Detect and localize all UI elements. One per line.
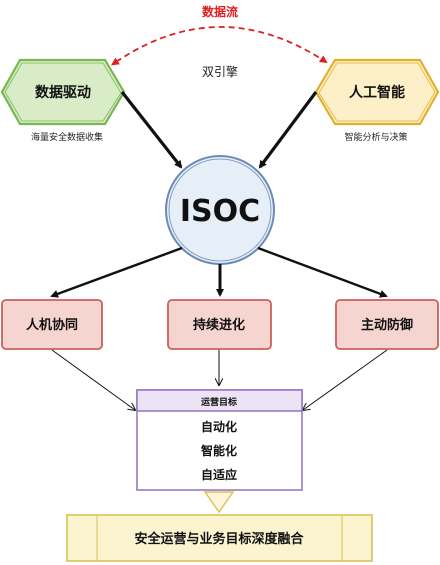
result-label: 安全运营与业务目标深度融合 [134,531,304,547]
pillar-evolution-label: 持续进化 [193,317,245,333]
arrow-isoc-to-defense [257,246,388,298]
ai-caption: 智能分析与决策 [344,131,407,143]
pillar-evolution: 持续进化 [167,299,272,350]
pillar-active-defense-label: 主动防御 [361,317,413,333]
arrow-ai-to-isoc [258,91,318,169]
data-flow-label: 数据流 [202,4,238,19]
data-driven-caption: 海量安全数据收集 [31,131,103,143]
pillar-collaboration: 人机协同 [1,299,103,350]
goal-item: 智能化 [200,443,237,458]
goals-to-result-arrow [203,491,235,514]
arrow-isoc-to-collab [50,246,183,298]
ai-title: 人工智能 [349,84,405,101]
arrow-collab-to-goals [51,349,135,410]
pillar-collaboration-label: 人机协同 [26,317,78,333]
goal-item: 自适应 [201,467,237,482]
pillar-active-defense: 主动防御 [335,299,439,350]
data-driven-title: 数据驱动 [35,84,91,101]
ai-node: 人工智能 [314,58,440,126]
goals-header: 运营目标 [201,396,237,408]
goal-item: 自动化 [201,419,237,434]
goals-box: 运营目标 自动化 智能化 自适应 [136,389,303,491]
data-driven-node: 数据驱动 [0,58,126,126]
data-flow-arc [111,26,328,66]
isoc-label: ISOC [180,194,260,229]
isoc-node: ISOC [165,155,275,265]
dual-engine-label: 双引擎 [202,64,238,79]
result-box: 安全运营与业务目标深度融合 [66,514,373,562]
arrow-data-to-isoc [120,91,183,169]
arrow-defense-to-goals [303,349,388,410]
